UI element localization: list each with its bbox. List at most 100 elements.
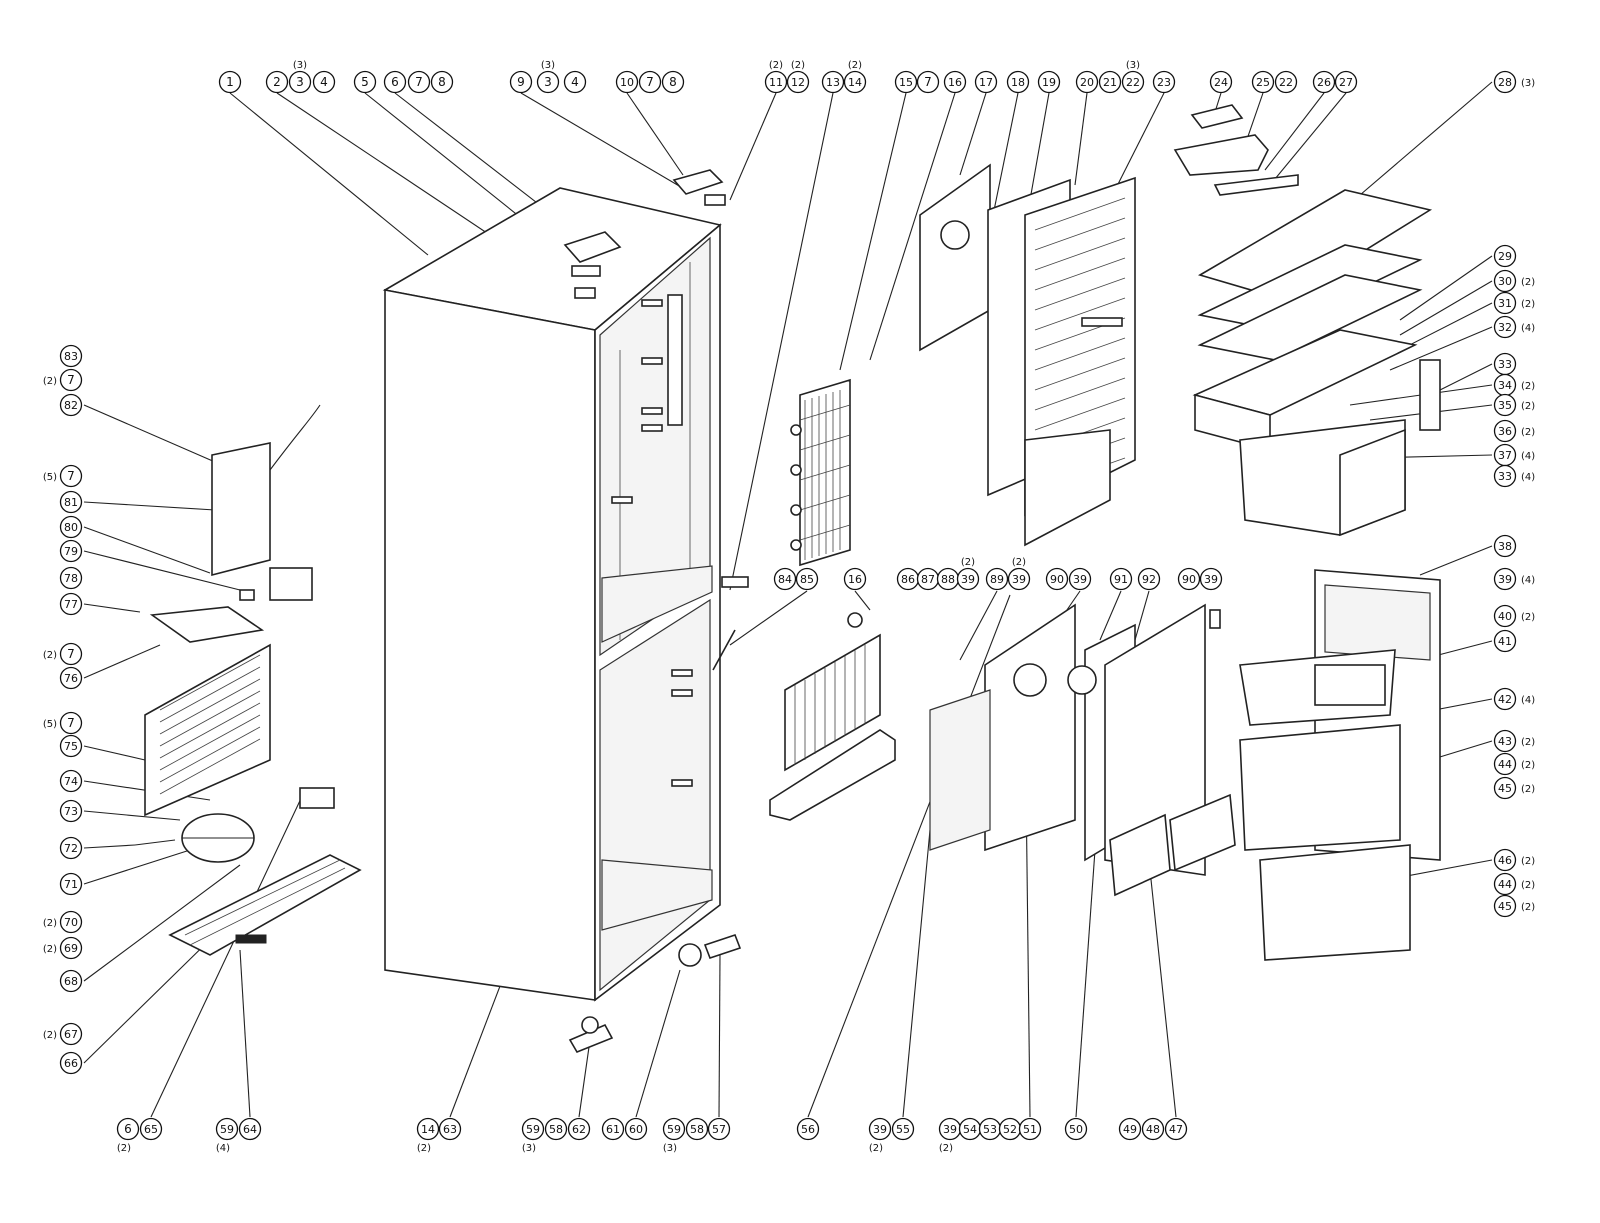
callout-circle (59, 666, 83, 690)
callout-circle (821, 70, 845, 94)
callout-circle (215, 1117, 239, 1141)
callout-number: 58 (549, 1123, 563, 1136)
callout-circle (1493, 419, 1517, 443)
callout-number: 52 (1003, 1123, 1017, 1136)
callout-quantity: (4) (216, 1143, 230, 1154)
callout-number: 4 (571, 75, 579, 89)
callout-quantity: (2) (1521, 760, 1535, 771)
callout-circle (1493, 604, 1517, 628)
callout-6: 6 (383, 70, 407, 94)
callout-36: 36(2) (1493, 419, 1535, 443)
callout-42: 42(4) (1493, 687, 1535, 711)
callout-quantity: (4) (1521, 323, 1535, 334)
callout-83: 83 (59, 344, 83, 368)
callout-quantity: (2) (1521, 856, 1535, 867)
callout-30: 30(2) (1493, 269, 1535, 293)
callout-quantity: (2) (43, 918, 57, 929)
callout-circle (59, 936, 83, 960)
callout-circle (59, 799, 83, 823)
callout-90: 90 (1045, 567, 1069, 591)
callout-39: 39(2) (868, 1117, 892, 1154)
callout-circle (1164, 1117, 1188, 1141)
callout-number: 5 (361, 75, 369, 89)
callout-9: 9 (509, 70, 533, 94)
callout-number: 29 (1498, 250, 1512, 263)
callout-quantity: (2) (1521, 880, 1535, 891)
callout-58: 58 (544, 1117, 568, 1141)
control-box-parts (1173, 104, 1299, 196)
callout-39: 39(2) (1007, 557, 1031, 591)
callout-91: 91 (1109, 567, 1133, 591)
callout-circle (1493, 848, 1517, 872)
callout-circle (59, 344, 83, 368)
callout-circle (1493, 872, 1517, 896)
callout-77: 77 (59, 592, 83, 616)
callout-quantity: (2) (791, 60, 805, 71)
callout-circle (1312, 70, 1336, 94)
callout-quantity: (5) (43, 472, 57, 483)
callout-number: 36 (1498, 425, 1512, 438)
callout-number: 78 (64, 572, 78, 585)
callout-17: 17 (974, 70, 998, 94)
callout-number: 76 (64, 672, 78, 685)
callout-quantity: (2) (1012, 557, 1026, 568)
callout-number: 66 (64, 1057, 78, 1070)
callout-circle (238, 1117, 262, 1141)
callout-circle (1493, 729, 1517, 753)
callout-quantity: (2) (43, 650, 57, 661)
callout-quantity: (3) (663, 1143, 677, 1154)
callout-number: 67 (64, 1028, 78, 1041)
callout-circle (383, 70, 407, 94)
callout-circle (1493, 567, 1517, 591)
callout-circle (764, 70, 788, 94)
callout-60: 60 (624, 1117, 648, 1141)
callout-39: 39 (1199, 567, 1223, 591)
evaporator-upper (790, 378, 851, 567)
callout-number: 31 (1498, 297, 1512, 310)
callout-number: 72 (64, 842, 78, 855)
callout-number: 25 (1256, 76, 1270, 89)
base-plate (168, 854, 362, 956)
callout-51: 51 (1018, 1117, 1042, 1141)
callout-39: 39(2) (956, 557, 980, 591)
callout-59: 59(3) (521, 1117, 545, 1154)
callout-circle (1018, 1117, 1042, 1141)
callout-12: 12(2) (786, 60, 810, 94)
callout-number: 26 (1317, 76, 1331, 89)
callout-number: 45 (1498, 782, 1512, 795)
callout-46: 46(2) (1493, 848, 1535, 872)
callout-number: 59 (526, 1123, 540, 1136)
callout-quantity: (3) (541, 60, 555, 71)
callout-circle (916, 70, 940, 94)
callout-number: 12 (791, 76, 805, 89)
machine-compartment-cover (144, 606, 271, 817)
callout-quantity: (2) (43, 944, 57, 955)
callout-number: 13 (826, 76, 840, 89)
callout-quantity: (3) (1521, 78, 1535, 89)
callout-circle (438, 1117, 462, 1141)
callout-circle (430, 70, 454, 94)
callout-47: 47 (1164, 1117, 1188, 1141)
callout-number: 70 (64, 916, 78, 929)
callout-number: 34 (1498, 379, 1512, 392)
callout-circle (615, 70, 639, 94)
callout-63: 63 (438, 1117, 462, 1141)
callout-number: 7 (646, 75, 654, 89)
callout-circle (843, 70, 867, 94)
callout-number: 32 (1498, 321, 1512, 334)
callout-72: 72 (59, 836, 83, 860)
callout-71: 71 (59, 872, 83, 896)
callout-7: 7 (916, 70, 940, 94)
callout-43: 43(2) (1493, 729, 1535, 753)
callout-number: 84 (778, 573, 792, 586)
callout-number: 22 (1126, 76, 1140, 89)
callout-number: 49 (1123, 1123, 1137, 1136)
callout-11: 11(2) (764, 60, 788, 94)
callout-circle (1045, 567, 1069, 591)
callout-number: 50 (1069, 1123, 1083, 1136)
callout-circle (59, 872, 83, 896)
callout-33: 33(4) (1493, 464, 1535, 488)
callout-92: 92 (1137, 567, 1161, 591)
callout-number: 58 (690, 1123, 704, 1136)
callout-37: 37(4) (1493, 443, 1535, 467)
